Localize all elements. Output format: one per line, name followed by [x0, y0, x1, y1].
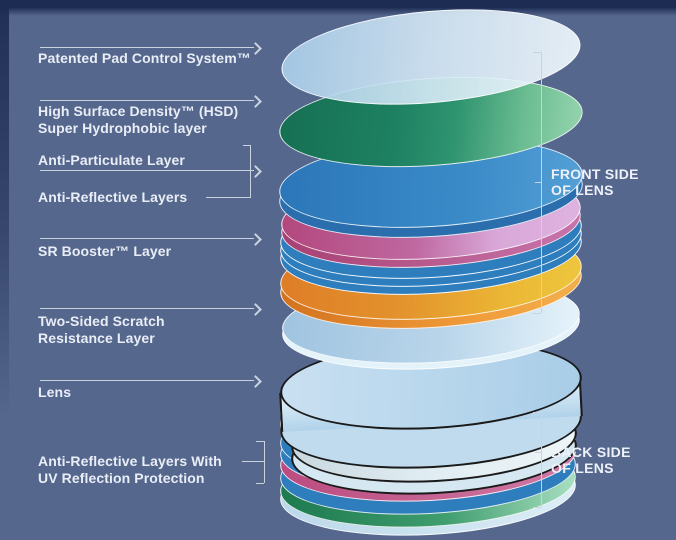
arrow-right-icon [249, 375, 262, 388]
pointer-line-anti-layers [40, 170, 254, 171]
left-edge-vignette [0, 0, 9, 420]
label-anti-reflective: Anti-Reflective Layers [38, 189, 187, 206]
arrow-right-icon [249, 95, 262, 108]
pointer-line-pad-control [40, 47, 254, 48]
label-lens: Lens [38, 384, 71, 401]
label-line: Resistance Layer [38, 330, 155, 346]
arrow-right-icon [249, 233, 262, 246]
label-sr-booster: SR Booster™ Layer [38, 243, 171, 260]
label-back-side-of-lens: BACK SIDE OF LENS [551, 444, 631, 476]
label-anti-particulate: Anti-Particulate Layer [38, 152, 185, 169]
bracket-anti-layers-top-tick [243, 145, 250, 146]
bracket-back-top-tick [533, 412, 541, 413]
label-ar-uv: Anti-Reflective Layers With UV Reflectio… [38, 453, 222, 487]
bracket-ar-uv-dash [242, 461, 264, 462]
label-line: High Surface Density™ (HSD) [38, 103, 239, 119]
bracket-front-side [541, 52, 542, 313]
label-front-side-of-lens: FRONT SIDE OF LENS [551, 166, 639, 198]
bracket-back-mid-tick [535, 452, 541, 453]
bracket-ar-uv [264, 441, 265, 483]
label-line: Patented Pad Control System™ [38, 50, 251, 66]
pointer-line-hsd [40, 100, 254, 101]
label-scratch-resistance: Two-Sided Scratch Resistance Layer [38, 313, 165, 347]
label-line: OF LENS [551, 182, 614, 198]
arrow-right-icon [249, 42, 262, 55]
pointer-line-lens [40, 380, 254, 381]
label-line: Anti-Reflective Layers With [38, 453, 222, 469]
label-line: BACK SIDE [551, 444, 631, 460]
bracket-back-side [541, 412, 542, 507]
label-line: OF LENS [551, 460, 614, 476]
label-line: Two-Sided Scratch [38, 313, 165, 329]
bracket-front-bottom-tick [533, 313, 541, 314]
arrow-right-icon [249, 303, 262, 316]
top-edge-vignette [0, 0, 676, 16]
bracket-ar-uv-bottom-tick [256, 483, 264, 484]
label-pad-control: Patented Pad Control System™ [38, 50, 251, 67]
bracket-front-top-tick [533, 52, 541, 53]
label-line: Anti-Reflective Layers [38, 189, 188, 205]
label-line: SR Booster™ Layer [38, 243, 172, 259]
label-line: Super Hydrophobic layer [38, 120, 207, 136]
label-line: UV Reflection Protection [38, 470, 205, 486]
label-hsd-hydrophobic: High Surface Density™ (HSD) Super Hydrop… [38, 103, 238, 137]
label-line: Lens [38, 384, 72, 400]
bracket-anti-layers [250, 145, 251, 198]
bracket-ar-uv-top-tick [256, 441, 264, 442]
bracket-front-mid-tick [535, 182, 541, 183]
pointer-line-sr-booster [40, 238, 254, 239]
arrow-right-icon [249, 165, 262, 178]
bracket-anti-layers-dash [206, 197, 250, 198]
label-line: Anti-Particulate Layer [38, 152, 185, 168]
label-line: FRONT SIDE [551, 166, 639, 182]
pointer-line-scratch [40, 308, 254, 309]
bracket-back-bottom-tick [533, 507, 541, 508]
